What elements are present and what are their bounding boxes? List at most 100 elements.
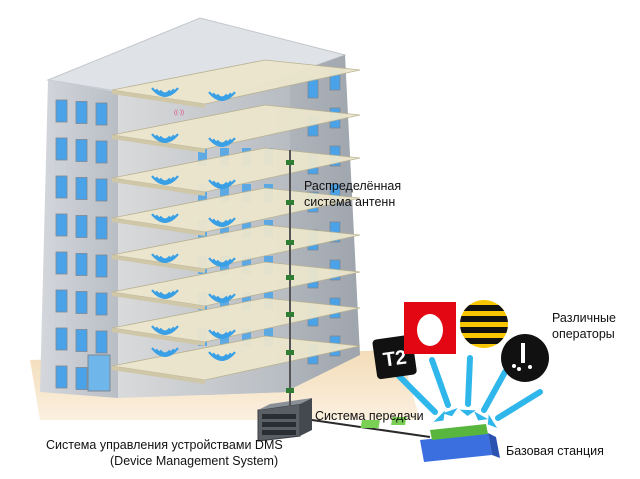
megafon-icon: [512, 343, 532, 371]
window: [242, 292, 251, 310]
arrow-head: [442, 407, 458, 417]
signal-arrow: [465, 355, 473, 407]
wave-arc: [159, 291, 171, 297]
window: [55, 327, 68, 351]
window: [75, 367, 88, 390]
antenna-wave-icon: [151, 175, 179, 185]
wave-arc: [151, 289, 179, 299]
wave-arc: [151, 325, 179, 335]
splitter: [286, 350, 294, 355]
wave-arc: [151, 253, 179, 263]
window: [198, 148, 207, 166]
beeline-logo: [460, 300, 508, 348]
slab-edge: [112, 135, 205, 153]
window: [95, 102, 108, 126]
wave-arc: [151, 175, 179, 185]
floor-slab: [111, 187, 361, 233]
wave-arc: [151, 87, 179, 97]
window: [75, 101, 88, 124]
wave-arc: [212, 294, 232, 302]
antenna-wave-icon: [151, 347, 179, 357]
base-station: [360, 417, 500, 462]
wave-arc: [208, 91, 236, 101]
antenna-waves: [151, 87, 236, 361]
entrance-door: [87, 354, 111, 392]
mts-egg-icon: [417, 314, 443, 346]
antenna-wave-icon: [208, 293, 236, 303]
wave-arc: [216, 331, 228, 337]
signal-arrow: [495, 389, 543, 421]
operators-label: Различные операторы: [552, 311, 616, 341]
wave-arc: [208, 351, 236, 361]
transmission-link: [311, 419, 431, 438]
window: [95, 178, 108, 202]
wave-arc: [216, 259, 228, 265]
window: [75, 139, 88, 162]
window: [75, 215, 88, 238]
slab-edge: [112, 292, 205, 310]
splitter: [286, 160, 294, 165]
splitter: [286, 240, 294, 245]
wave-arc: [216, 139, 228, 145]
wave-arc: [155, 348, 175, 356]
arrow-head: [433, 410, 445, 422]
wave-arc: [212, 352, 232, 360]
slab-edge: [112, 255, 205, 273]
antenna-wave-icon: [151, 213, 179, 223]
wave-arc: [208, 257, 236, 267]
wave-arc: [212, 180, 232, 188]
signal-arrow: [481, 369, 508, 413]
splitter: [286, 312, 294, 317]
window: [95, 140, 108, 164]
window: [242, 328, 251, 346]
front-windows: [55, 99, 111, 392]
window: [55, 137, 68, 161]
wave-arc: [159, 135, 171, 141]
window: [55, 213, 68, 237]
wave-arc: [155, 326, 175, 334]
antenna-wave-icon: [151, 253, 179, 263]
wave-arc: [208, 179, 236, 189]
wave-arc: [159, 327, 171, 333]
wave-arc: [151, 213, 179, 223]
wave-arc: [216, 219, 228, 225]
cable-splitters: [286, 160, 294, 393]
window: [55, 289, 68, 313]
wave-arc: [155, 254, 175, 262]
window: [75, 253, 88, 276]
antenna-wave-icon: [208, 351, 236, 361]
slab-edge: [112, 90, 205, 108]
arrow-head: [459, 409, 476, 416]
wave-arc: [159, 349, 171, 355]
window: [95, 254, 108, 278]
wave-arc: [151, 347, 179, 357]
wave-arc: [212, 138, 232, 146]
antenna-wave-icon: [151, 289, 179, 299]
window: [95, 216, 108, 240]
wave-arc: [212, 258, 232, 266]
wave-arc: [208, 217, 236, 227]
window: [55, 365, 68, 389]
wave-arc: [155, 88, 175, 96]
antenna-wave-icon: [208, 179, 236, 189]
window: [95, 292, 108, 316]
beeline-stripes-icon: [460, 305, 508, 344]
wave-arc: [208, 137, 236, 147]
dms-cabinet: [257, 398, 312, 442]
splitter: [286, 275, 294, 280]
wave-arc: [216, 93, 228, 99]
slab-edge: [112, 218, 205, 236]
arrow-head: [487, 414, 498, 428]
window: [220, 184, 229, 202]
signal-arrow: [392, 369, 438, 415]
window: [75, 291, 88, 314]
base-station-label: Базовая станция: [506, 444, 604, 458]
signal-arrows: [392, 355, 543, 428]
antenna-wave-icon: [208, 217, 236, 227]
transmission-label: Система передачи: [315, 409, 424, 423]
wave-arc: [208, 329, 236, 339]
wave-arc: [155, 290, 175, 298]
wave-arc: [216, 295, 228, 301]
wave-arc: [212, 330, 232, 338]
